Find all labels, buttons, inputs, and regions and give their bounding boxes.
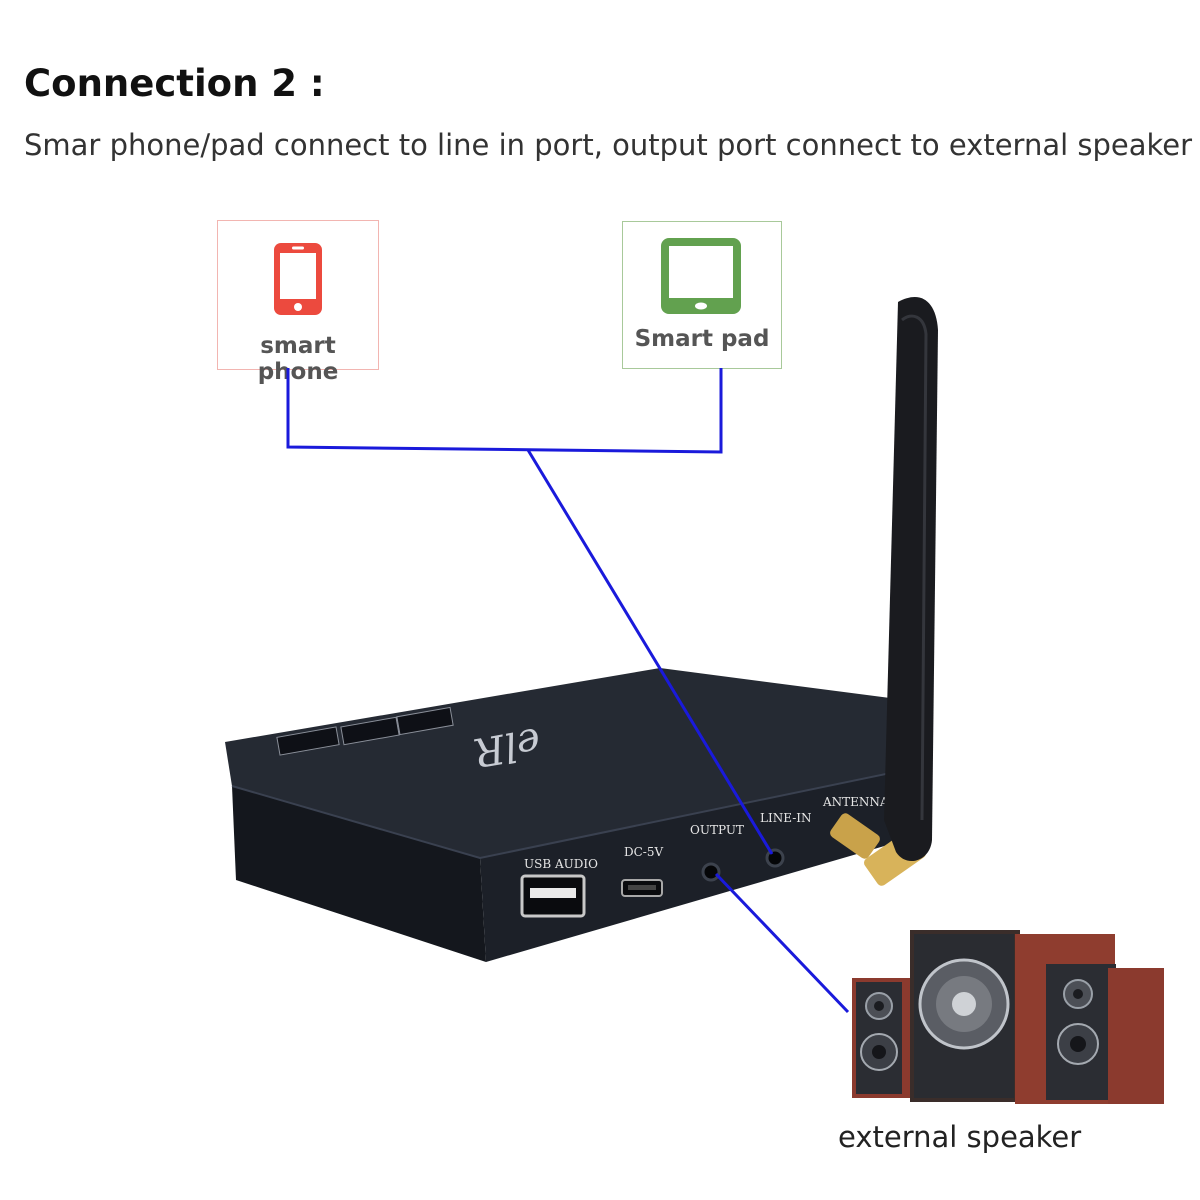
- line-in-port-label: LINE-IN: [760, 811, 812, 825]
- left-satellite-speaker: [852, 978, 914, 1098]
- smart-phone-box: smart phone: [217, 220, 379, 385]
- top-indicator-strip: [276, 706, 454, 756]
- tablet-icon: [661, 238, 741, 314]
- device-logo: elR: [471, 718, 545, 775]
- smartphone-icon: [274, 243, 322, 315]
- device-right: [480, 770, 905, 962]
- antenna-port-label: ANTENNA: [822, 795, 889, 809]
- device-front: [232, 786, 486, 962]
- smart-pad-label: Smart pad: [634, 326, 770, 352]
- device-top: [225, 668, 905, 858]
- external-speaker-label: external speaker: [838, 1120, 1082, 1154]
- usb-port: [520, 874, 586, 918]
- dc-port: [621, 879, 663, 897]
- output-connector: [714, 872, 850, 1014]
- smart-phone-label: smart phone: [257, 333, 339, 385]
- output-jack: [701, 862, 721, 882]
- page-title: Connection 2 :: [24, 62, 325, 105]
- usb-port-label: USB AUDIO: [524, 857, 598, 871]
- dc-port-label: DC-5V: [624, 845, 663, 859]
- line-in-connector: [526, 449, 774, 855]
- page-subtitle: Smar phone/pad connect to line in port, …: [24, 128, 1193, 162]
- phone-pad-connector: [286, 368, 723, 454]
- smart-pad-box: Smart pad: [622, 221, 782, 369]
- antenna: [884, 297, 938, 862]
- output-port-label: OUTPUT: [690, 823, 744, 837]
- right-satellite-speaker: [1046, 964, 1164, 1104]
